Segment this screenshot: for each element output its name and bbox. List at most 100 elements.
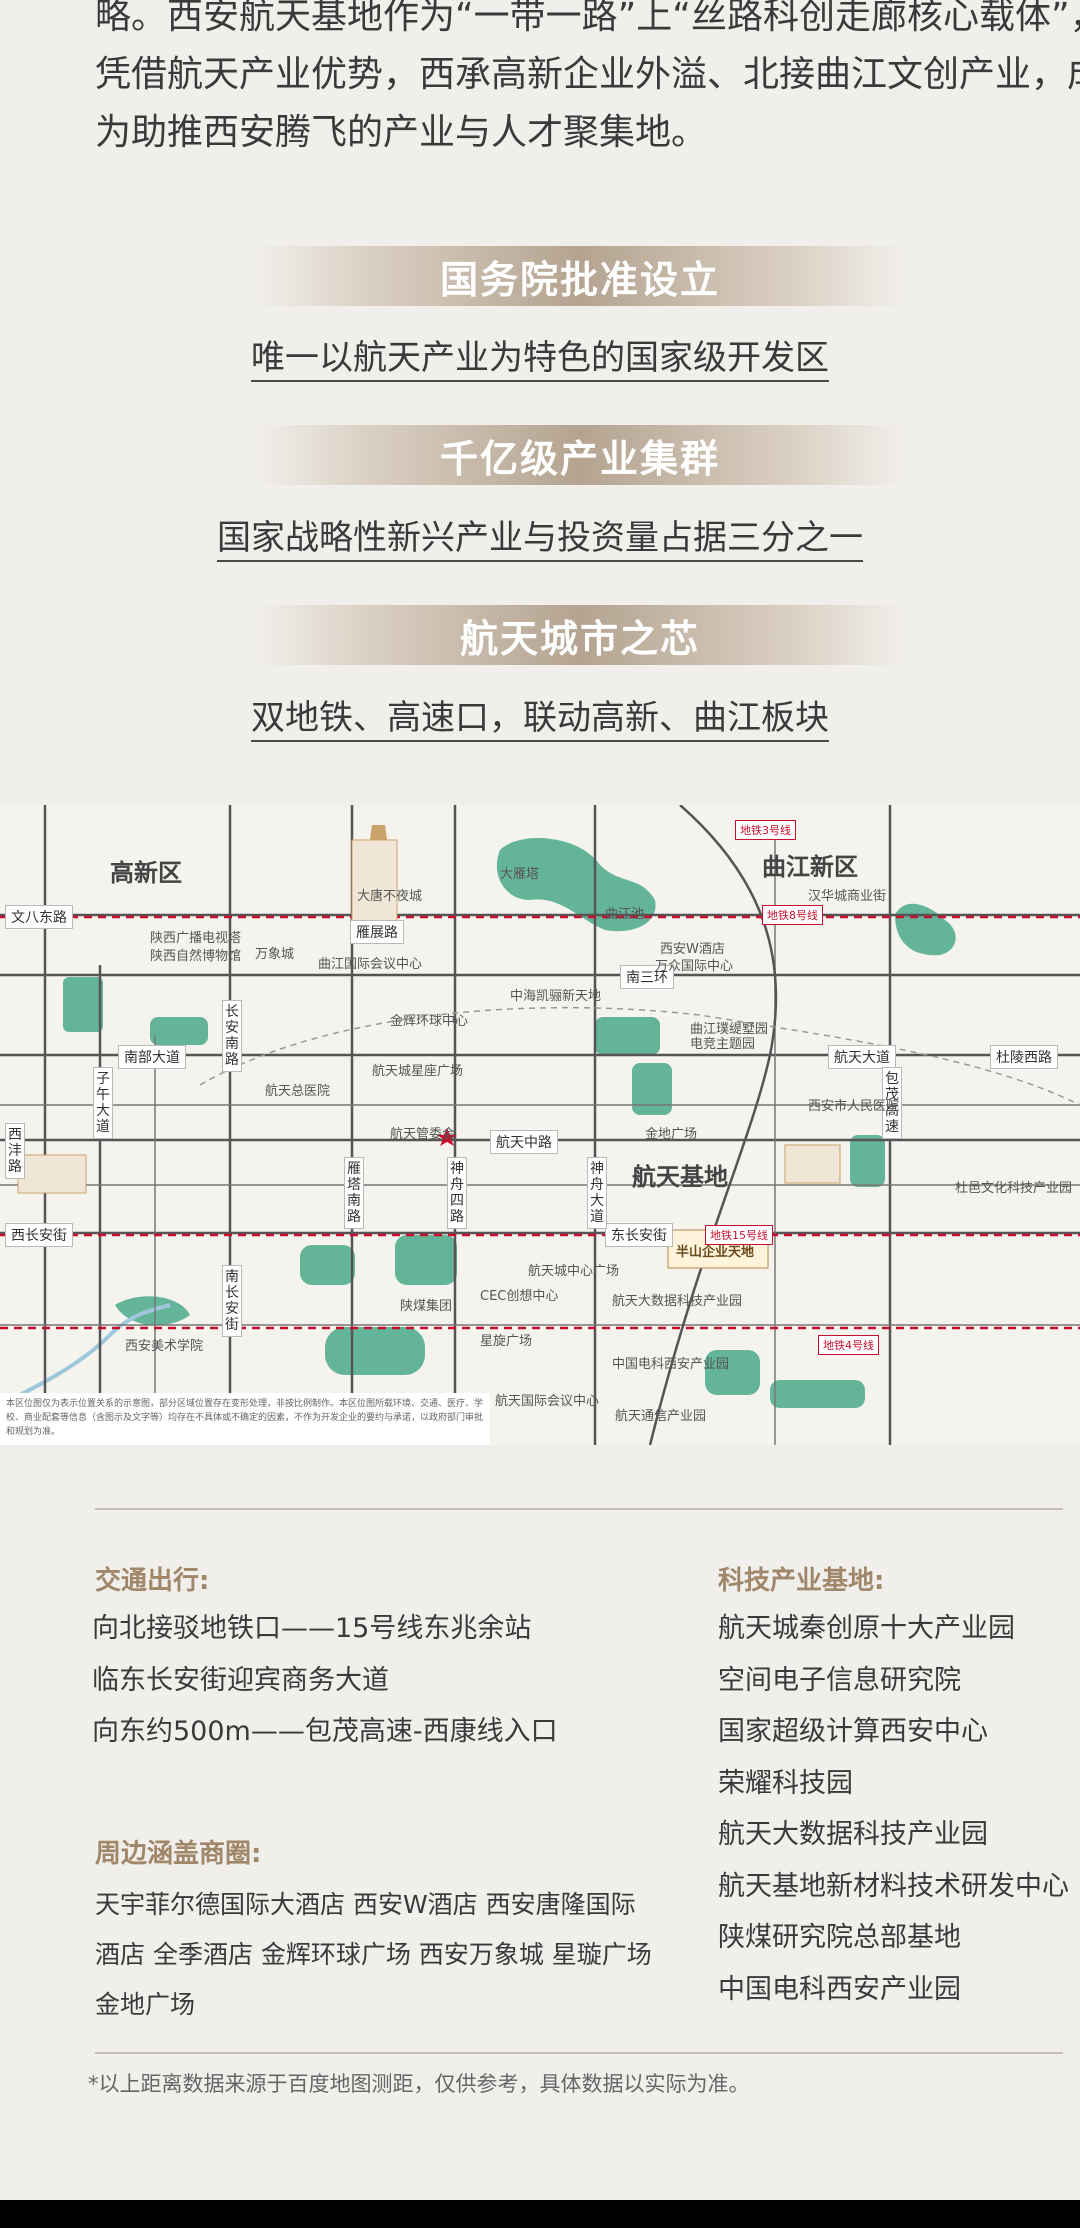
intro-line-1: 略。西安航天基地作为“一带一路”上“丝路科创走廊核心载体”， xyxy=(95,0,1080,37)
section-divider-bottom xyxy=(95,2052,1063,2054)
location-map: 高新区 曲江新区 航天基地 文八东路 南三环 南部大道 西长安街 东长安街 航天… xyxy=(0,805,1080,1445)
road-xichang: 西长安街 xyxy=(5,1223,73,1247)
traffic-item-2: 临东长安街迎宾商务大道 xyxy=(92,1664,389,1696)
poi-zhongxin: 航天城中心广场 xyxy=(528,1264,620,1279)
business-line-3: 金地广场 xyxy=(95,1990,196,2019)
poi-museum: 陕西自然博物馆 xyxy=(150,949,242,964)
poi-meiyuan: 西安美术学院 xyxy=(125,1339,204,1354)
highlight-banner-1: 国务院批准设立 xyxy=(255,246,905,306)
tech-item-8: 中国电科西安产业园 xyxy=(718,1973,961,2005)
poi-hospital: 西安市人民医院 xyxy=(808,1099,900,1114)
highlight-desc-2: 国家战略性新兴产业与投资量占据三分之一 xyxy=(0,510,1080,562)
poi-dianjing: 电竞主题园 xyxy=(690,1037,756,1052)
poi-dayan: 大雁塔 xyxy=(500,867,540,882)
river xyxy=(0,1303,171,1407)
footnote: *以上距离数据来源于百度地图测距，仅供参考，具体数据以实际为准。 xyxy=(88,2072,750,2096)
poi-xingxuan: 星旋广场 xyxy=(480,1334,533,1349)
district-qujiang: 曲江新区 xyxy=(762,853,858,881)
poi-bigdata: 航天大数据科技产业园 xyxy=(612,1294,743,1309)
project-logo-west xyxy=(17,1154,87,1194)
traffic-heading: 交通出行: xyxy=(95,1566,210,1596)
park-south-2 xyxy=(395,1235,457,1285)
road-changan: 长安南路 xyxy=(222,1000,242,1072)
road-nansanhuan: 南三环 xyxy=(620,965,674,989)
metro-line-15: 地铁15号线 xyxy=(705,1225,773,1245)
district-boundary xyxy=(199,1006,1080,1106)
highlight-banner-3: 航天城市之芯 xyxy=(255,605,905,665)
star-marker xyxy=(437,1128,457,1146)
business-heading: 周边涵盖商圈: xyxy=(95,1839,262,1869)
tech-item-3: 国家超级计算西安中心 xyxy=(718,1716,988,1747)
road-duling: 杜陵西路 xyxy=(990,1045,1058,1069)
poi-hangzong: 航天总医院 xyxy=(265,1084,331,1099)
road-yanzhan: 雁展路 xyxy=(350,920,404,944)
tech-list: 航天城秦创原十大产业园 空间电子信息研究院 国家超级计算西安中心 荣耀科技园 航… xyxy=(718,1603,1069,2015)
tech-item-6: 航天基地新材料技术研发中心 xyxy=(718,1870,1069,1902)
poi-jindi: 金地广场 xyxy=(645,1127,698,1142)
road-shenzhou: 神舟大道 xyxy=(587,1157,607,1229)
road-shenzhou4: 神舟四路 xyxy=(447,1157,467,1229)
metro-line-4: 地铁4号线 xyxy=(818,1335,879,1355)
road-xifeng: 西沣路 xyxy=(5,1123,25,1179)
poi-datang: 大唐不夜城 xyxy=(357,889,423,904)
road-wenba: 文八东路 xyxy=(5,905,73,929)
road-hangtiannan: 航天大道 xyxy=(828,1045,896,1069)
highlight-desc-2-text: 国家战略性新兴产业与投资量占据三分之一 xyxy=(217,518,863,562)
park-east-2 xyxy=(850,1135,885,1187)
district-gaoxin: 高新区 xyxy=(110,859,182,887)
intro-paragraph: 略。西安航天基地作为“一带一路”上“丝路科创走廊核心载体”， 凭借航天产业优势，… xyxy=(95,0,1080,162)
poi-w-hotel: 西安W酒店 xyxy=(660,942,725,957)
highlight-desc-1: 唯一以航天产业为特色的国家级开发区 xyxy=(0,330,1080,382)
map-disclaimer: 本区位图仅为表示位置关系的示意图，部分区域位置存在变形处理，非按比例制作。本区位… xyxy=(0,1393,490,1445)
park-center-1 xyxy=(595,1017,660,1055)
park-south-1 xyxy=(300,1245,355,1285)
map-graphics xyxy=(0,805,1080,1445)
traffic-list: 向北接驳地铁口——15号线东兆余站 临东长安街迎宾商务大道 向东约500m——包… xyxy=(92,1603,558,1758)
tech-item-2: 空间电子信息研究院 xyxy=(718,1664,961,1696)
district-hangtian: 航天基地 xyxy=(632,1163,728,1191)
park-se-1 xyxy=(705,1350,760,1395)
poi-xingzuo: 航天城星座广场 xyxy=(372,1064,464,1079)
poi-dianke: 中国电科西安产业园 xyxy=(612,1357,730,1372)
poi-cec: CEC创想中心 xyxy=(480,1289,559,1304)
poi-tower: 陕西广播电视塔 xyxy=(150,931,242,946)
park-se-2 xyxy=(770,1380,865,1408)
tech-heading: 科技产业基地: xyxy=(718,1566,885,1596)
road-baomao: 包茂高速 xyxy=(882,1067,902,1139)
road-nanchang: 南长安街 xyxy=(222,1265,242,1337)
poi-tongxin: 航天通信产业园 xyxy=(615,1409,707,1424)
tech-item-5: 航天大数据科技产业园 xyxy=(718,1819,988,1850)
intro-line-2: 凭借航天产业优势，西承高新企业外溢、北接曲江文创产业，成 xyxy=(95,54,1080,95)
poi-jinhui: 金辉环球中心 xyxy=(390,1014,469,1029)
tech-item-7: 陕煤研究院总部基地 xyxy=(718,1922,961,1953)
business-line-1: 天宇菲尔德国际大酒店 西安W酒店 西安唐隆国际 xyxy=(95,1890,636,1919)
highlight-title-3: 航天城市之芯 xyxy=(459,616,700,661)
road-ziwu: 子午大道 xyxy=(93,1067,113,1139)
road-nanbu: 南部大道 xyxy=(118,1045,186,1069)
business-line-2: 酒店 全季酒店 金辉环球广场 西安万象城 星璇广场 xyxy=(95,1940,652,1969)
intro-line-3: 为助推西安腾飞的产业与人才聚集地。 xyxy=(95,112,708,153)
poi-wanzhong: 万众国际中心 xyxy=(655,959,734,974)
road-yanta: 雁塔南路 xyxy=(344,1157,364,1229)
park-east xyxy=(895,903,956,956)
poi-hanwu: 汉华城商业街 xyxy=(808,889,887,904)
road-dongchang: 东长安街 xyxy=(605,1223,673,1247)
poi-project: 半山企业天地 xyxy=(676,1245,755,1260)
poi-guanwei: 航天管委会 xyxy=(390,1127,456,1142)
park-center-2 xyxy=(632,1063,672,1115)
poi-zhonghai: 中海凯骊新天地 xyxy=(510,989,602,1004)
highlight-banner-2: 千亿级产业集群 xyxy=(255,425,905,485)
poi-duyi: 杜邑文化科技产业园 xyxy=(955,1181,1073,1196)
metro-line-8: 地铁8号线 xyxy=(762,905,823,925)
highlight-title-1: 国务院批准设立 xyxy=(439,257,720,302)
business-text: 天宇菲尔德国际大酒店 西安W酒店 西安唐隆国际 酒店 全季酒店 金辉环球广场 西… xyxy=(95,1880,655,2030)
bottom-bar xyxy=(0,2200,1080,2228)
poi-shanmei: 陕煤集团 xyxy=(400,1299,453,1314)
poi-wanda: 万象城 xyxy=(255,947,295,962)
park-west-1 xyxy=(63,977,103,1032)
park-south-3 xyxy=(325,1327,425,1375)
metro-line-3: 地铁3号线 xyxy=(735,820,796,840)
datang-block xyxy=(351,839,398,936)
poi-qujiangchi: 曲江池 xyxy=(605,907,645,922)
poi-conf: 曲江国际会议中心 xyxy=(318,957,423,972)
